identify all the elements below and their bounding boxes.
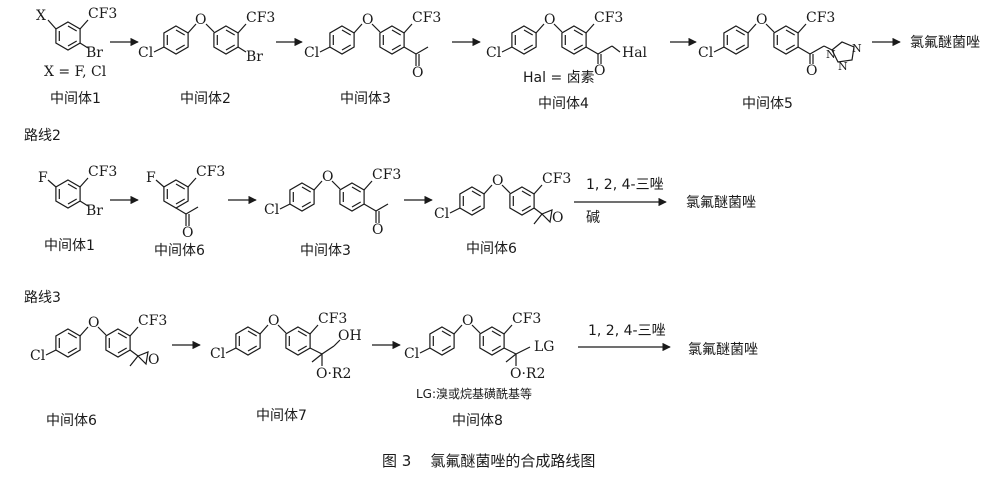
atom-cf3: CF3 bbox=[318, 311, 347, 327]
intermediate-3-structure: Cl O CF3 O bbox=[304, 10, 441, 81]
atom-cl: Cl bbox=[434, 206, 450, 222]
atom-cl: Cl bbox=[264, 202, 280, 218]
intermediate-8-structure: Cl O CF3 LG O·R2 bbox=[404, 311, 554, 382]
atom-cl: Cl bbox=[698, 45, 714, 61]
atom-hal: Hal bbox=[622, 45, 648, 61]
route-2-title: 路线2 bbox=[24, 128, 61, 144]
intermediate-3-label: 中间体3 bbox=[300, 243, 351, 259]
atom-cf3: CF3 bbox=[88, 164, 117, 180]
x-definition-label: X = F, Cl bbox=[44, 64, 107, 80]
atom-or2: O·R2 bbox=[316, 366, 351, 382]
intermediate-5-structure: Cl O CF3 O N N N bbox=[698, 10, 862, 79]
intermediate-6a-structure: F CF3 O bbox=[146, 164, 225, 241]
atom-lg: LG bbox=[534, 339, 554, 355]
atom-o: O bbox=[594, 63, 605, 79]
intermediate-2-label: 中间体2 bbox=[180, 91, 231, 107]
atom-cf3: CF3 bbox=[412, 10, 441, 26]
intermediate-7-label: 中间体7 bbox=[256, 408, 307, 424]
reagent-triazole-label: 1, 2, 4-三唑 bbox=[586, 177, 664, 193]
atom-or2: O·R2 bbox=[510, 366, 545, 382]
intermediate-1-label: 中间体1 bbox=[50, 91, 101, 107]
intermediate-2-structure: Cl O CF3 Br bbox=[138, 10, 275, 65]
intermediate-3-label: 中间体3 bbox=[340, 91, 391, 107]
hal-definition-label: Hal = 卤素 bbox=[523, 70, 595, 86]
lg-definition-label: LG:溴或烷基磺酰基等 bbox=[416, 387, 532, 401]
atom-cf3: CF3 bbox=[594, 10, 623, 26]
atom-cf3: CF3 bbox=[806, 10, 835, 26]
reagent-triazole-label: 1, 2, 4-三唑 bbox=[588, 323, 666, 339]
reagent-base-label: 碱 bbox=[586, 210, 600, 226]
atom-o: O bbox=[756, 12, 767, 28]
intermediate-4-structure: Cl O CF3 Hal O bbox=[486, 10, 648, 79]
atom-n: N bbox=[826, 48, 836, 61]
atom-o: O bbox=[322, 169, 333, 185]
atom-o: O bbox=[182, 225, 193, 241]
intermediate-4-label: 中间体4 bbox=[538, 96, 589, 112]
route-2: 路线2 F CF3 Br 中间体1 F CF3 O 中间体6 bbox=[24, 128, 756, 259]
atom-o: O bbox=[372, 222, 383, 238]
intermediate-1-label: 中间体1 bbox=[44, 238, 95, 254]
intermediate-1-structure: F CF3 Br bbox=[38, 164, 117, 219]
atom-cf3: CF3 bbox=[542, 171, 571, 187]
epoxide-ring bbox=[540, 209, 553, 224]
epoxide-ring bbox=[136, 351, 149, 366]
intermediate-8-label: 中间体8 bbox=[452, 413, 503, 429]
intermediate-3-structure: Cl O CF3 O bbox=[264, 167, 401, 238]
atom-o: O bbox=[462, 313, 473, 329]
atom-o: O bbox=[268, 313, 279, 329]
atom-cl: Cl bbox=[210, 346, 226, 362]
atom-f: F bbox=[38, 170, 48, 186]
atom-o: O bbox=[492, 173, 503, 189]
intermediate-7-structure: Cl O CF3 OH O·R2 bbox=[210, 311, 362, 382]
product-label: 氯氟醚菌唑 bbox=[686, 195, 756, 211]
atom-cf3: CF3 bbox=[138, 313, 167, 329]
intermediate-6-label: 中间体6 bbox=[46, 413, 97, 429]
triazole-ring bbox=[831, 41, 855, 63]
intermediate-1-structure: X CF3 Br bbox=[36, 6, 117, 61]
atom-x: X bbox=[36, 8, 46, 24]
atom-n: N bbox=[838, 60, 848, 73]
atom-o: O bbox=[362, 12, 373, 28]
atom-n: N bbox=[852, 42, 862, 55]
atom-cf3: CF3 bbox=[372, 167, 401, 183]
atom-cf3: CF3 bbox=[196, 164, 225, 180]
atom-o: O bbox=[195, 12, 206, 28]
product-label: 氯氟醚菌唑 bbox=[910, 35, 980, 51]
intermediate-6-structure: Cl O CF3 O bbox=[30, 313, 167, 368]
route-3: 路线3 Cl O CF3 O 中间体6 Cl O bbox=[24, 290, 758, 429]
intermediate-5-label: 中间体5 bbox=[742, 96, 793, 112]
atom-br: Br bbox=[86, 203, 103, 219]
atom-cl: Cl bbox=[138, 45, 154, 61]
intermediate-6b-label: 中间体6 bbox=[466, 241, 517, 257]
atom-br: Br bbox=[86, 45, 103, 61]
atom-cl: Cl bbox=[30, 348, 46, 364]
atom-cl: Cl bbox=[486, 45, 502, 61]
atom-cf3: CF3 bbox=[512, 311, 541, 327]
atom-o: O bbox=[88, 315, 99, 331]
route-1: X CF3 Br X = F, Cl 中间体1 Cl O CF3 Br 中间体2 bbox=[36, 6, 980, 112]
atom-o: O bbox=[544, 12, 555, 28]
intermediate-6-label: 中间体6 bbox=[154, 243, 205, 259]
atom-cl: Cl bbox=[404, 346, 420, 362]
figure-caption: 图 3 氯氟醚菌唑的合成路线图 bbox=[382, 452, 595, 470]
atom-cf3: CF3 bbox=[88, 6, 117, 22]
product-label: 氯氟醚菌唑 bbox=[688, 342, 758, 358]
atom-f: F bbox=[146, 170, 156, 186]
atom-o: O bbox=[148, 352, 159, 368]
atom-o: O bbox=[806, 63, 817, 79]
route-3-title: 路线3 bbox=[24, 290, 61, 306]
atom-br: Br bbox=[246, 49, 263, 65]
atom-o: O bbox=[412, 65, 423, 81]
atom-cl: Cl bbox=[304, 45, 320, 61]
intermediate-6-structure: Cl O CF3 O bbox=[434, 171, 571, 226]
atom-o: O bbox=[552, 210, 563, 226]
atom-oh: OH bbox=[338, 328, 362, 344]
atom-cf3: CF3 bbox=[246, 10, 275, 26]
